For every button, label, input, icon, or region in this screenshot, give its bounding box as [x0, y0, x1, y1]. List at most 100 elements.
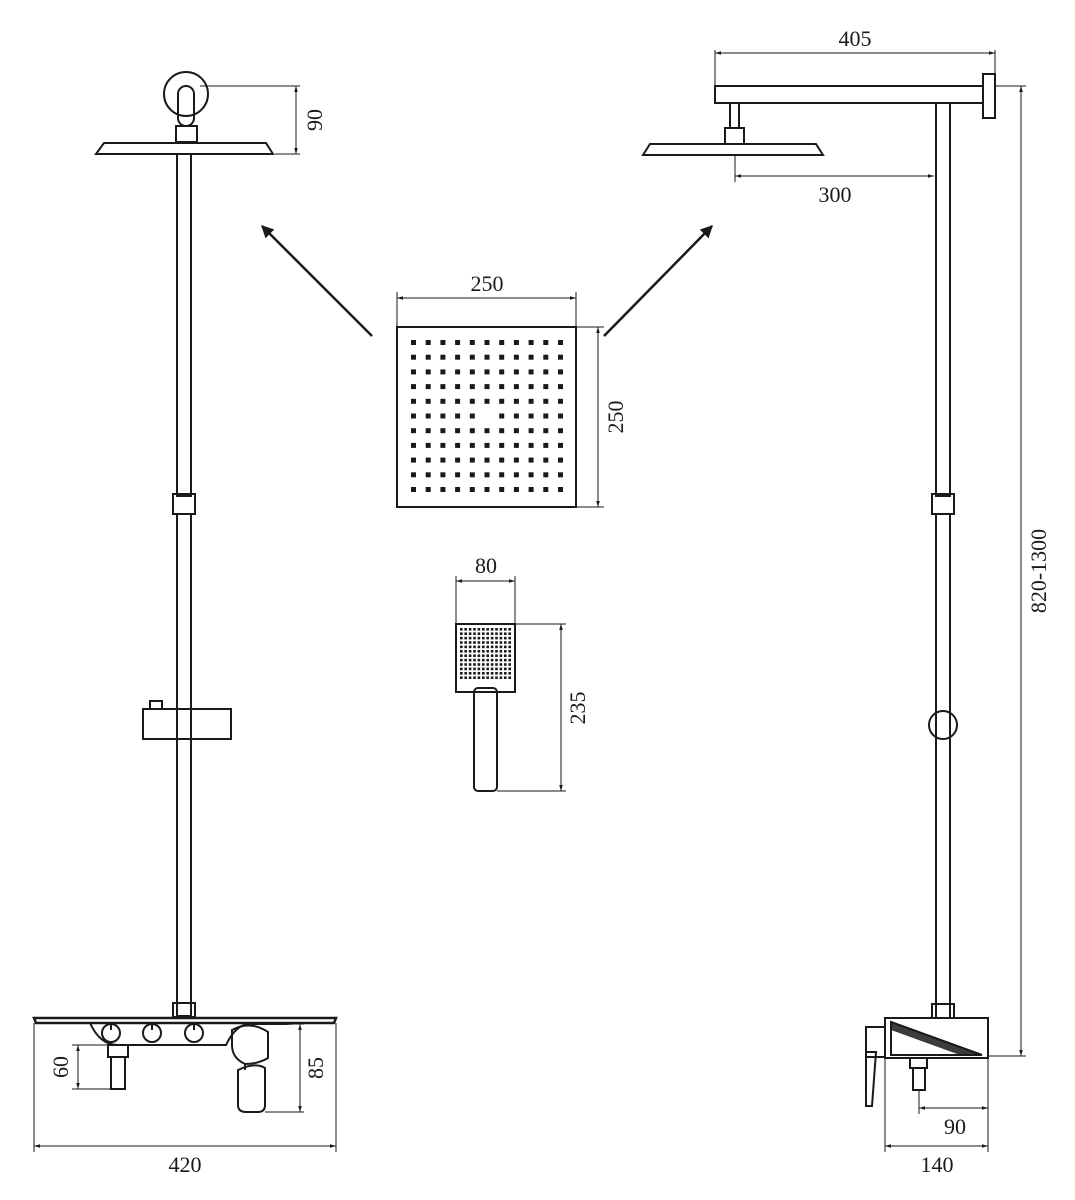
- nozzle: [484, 472, 490, 478]
- nozzle: [411, 413, 416, 419]
- side-head-nut: [724, 127, 745, 145]
- nozzle: [484, 384, 490, 390]
- nozzle: [484, 340, 490, 345]
- hand-nozzle: [499, 632, 503, 635]
- hand-nozzle: [490, 658, 494, 662]
- hand-nozzle: [499, 667, 503, 671]
- nozzle: [469, 428, 475, 434]
- hand-nozzle: [482, 650, 485, 653]
- hand-nozzle: [464, 632, 467, 635]
- nozzle: [543, 369, 549, 375]
- hand-nozzle: [508, 628, 511, 631]
- hand-nozzle: [486, 632, 489, 635]
- hand-nozzle: [495, 641, 498, 644]
- nozzle: [469, 442, 475, 448]
- center-details: 250 250 80 235: [261, 225, 713, 792]
- dimension-square-height: 250: [603, 401, 628, 434]
- hand-nozzle: [477, 663, 481, 666]
- hand-nozzle: [473, 672, 476, 675]
- nozzle: [558, 472, 563, 478]
- nozzle: [528, 428, 534, 434]
- nozzle: [469, 472, 475, 478]
- hand-nozzle: [473, 641, 476, 644]
- nozzle: [411, 428, 416, 434]
- hand-nozzle: [495, 632, 498, 635]
- nozzle: [484, 457, 490, 463]
- hand-nozzle: [499, 676, 503, 679]
- hand-nozzle: [508, 672, 511, 675]
- nozzle: [425, 442, 431, 448]
- hand-nozzle: [460, 667, 463, 671]
- arm-drop: [729, 102, 740, 129]
- hand-nozzle: [473, 658, 476, 662]
- hand-nozzle: [473, 645, 476, 649]
- nozzle: [469, 398, 475, 404]
- side-view: 405 300 820-1300 90 140: [641, 26, 1051, 1177]
- nozzle: [440, 413, 446, 419]
- hand-nozzle: [477, 641, 481, 644]
- nozzle: [499, 354, 505, 360]
- hand-nozzle: [486, 658, 489, 662]
- nozzle: [469, 413, 475, 419]
- hand-nozzle: [468, 636, 472, 640]
- nozzle: [543, 487, 549, 492]
- nozzle: [455, 472, 461, 478]
- hand-nozzle: [508, 636, 511, 640]
- hand-nozzle: [473, 654, 476, 657]
- nozzle: [543, 428, 549, 434]
- hand-nozzle: [477, 645, 481, 649]
- nozzle: [484, 428, 490, 434]
- side-upper-riser: [935, 102, 951, 497]
- nozzle: [528, 457, 534, 463]
- nozzle: [543, 457, 549, 463]
- hand-nozzle: [473, 650, 476, 653]
- nozzle: [425, 472, 431, 478]
- hand-nozzle: [486, 667, 489, 671]
- nozzle: [558, 487, 563, 492]
- nozzle: [528, 384, 534, 390]
- square-rain-head-top-view: [396, 326, 577, 508]
- hand-nozzle: [486, 636, 489, 640]
- nozzle: [513, 398, 519, 404]
- shower-arm: [714, 85, 984, 104]
- hand-nozzle: [460, 676, 463, 679]
- nozzle: [499, 413, 505, 419]
- nozzle: [411, 340, 416, 345]
- mixer-lever: [237, 1064, 266, 1113]
- nozzle: [558, 442, 563, 448]
- hand-nozzle: [482, 672, 485, 675]
- lower-riser-pipe: [176, 513, 192, 1017]
- dimension-valve-width: 420: [169, 1152, 202, 1177]
- nozzle: [528, 354, 534, 360]
- nozzle: [499, 384, 505, 390]
- hand-nozzle: [508, 667, 511, 671]
- hand-nozzle: [464, 641, 467, 644]
- nozzle: [499, 340, 505, 345]
- dimension-valve-height: 85: [303, 1057, 328, 1079]
- nozzle: [455, 457, 461, 463]
- hand-nozzle: [508, 663, 511, 666]
- nozzle: [484, 354, 490, 360]
- hand-nozzle: [504, 645, 507, 649]
- nozzle: [425, 457, 431, 463]
- hand-nozzle: [468, 676, 472, 679]
- dimension-side-outlet: 90: [944, 1114, 966, 1139]
- nozzle: [455, 384, 461, 390]
- hand-nozzle: [504, 676, 507, 679]
- hand-nozzle: [508, 654, 511, 657]
- hand-nozzle: [490, 663, 494, 666]
- hand-nozzle: [508, 645, 511, 649]
- nozzle: [469, 340, 475, 345]
- nozzle: [455, 398, 461, 404]
- side-holder-ring: [928, 710, 958, 740]
- hand-nozzle: [486, 676, 489, 679]
- nozzle: [558, 457, 563, 463]
- nozzle: [411, 442, 416, 448]
- arrow-to-front-head: [261, 225, 373, 337]
- nozzle: [543, 384, 549, 390]
- hand-nozzle: [486, 672, 489, 675]
- nozzle: [425, 428, 431, 434]
- dimension-side-depth: 140: [921, 1152, 954, 1177]
- hand-nozzle: [508, 641, 511, 644]
- nozzle: [513, 428, 519, 434]
